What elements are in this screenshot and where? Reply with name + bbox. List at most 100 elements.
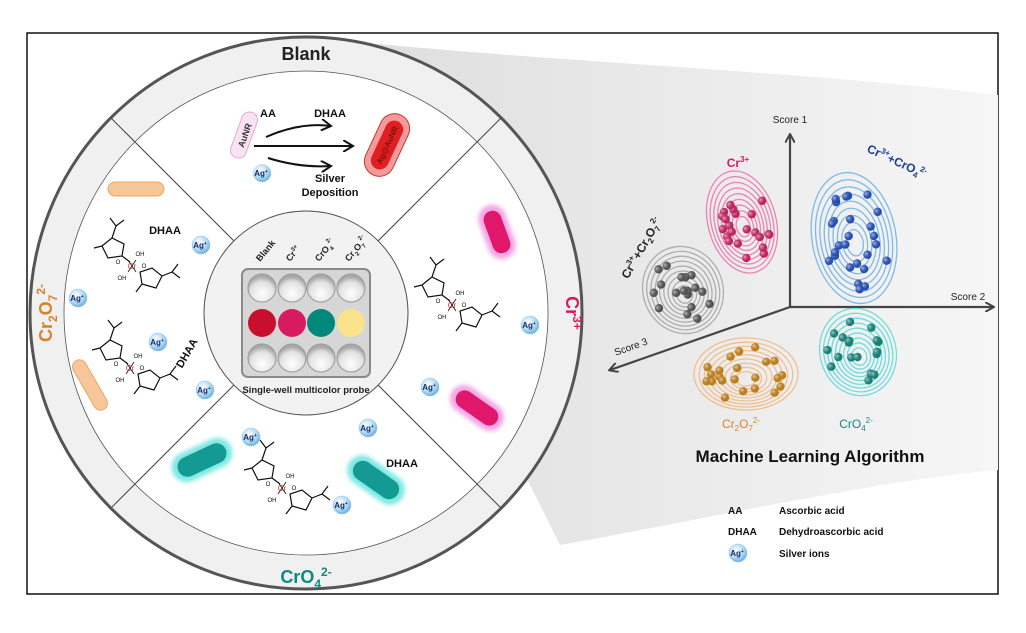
svg-text:O: O (266, 482, 271, 488)
svg-text:Cr3+: Cr3+ (562, 296, 584, 330)
ag-ion-icon: Ag+ (420, 377, 440, 397)
cluster-dot-highlight (845, 263, 855, 272)
cluster-dot-highlight (679, 286, 688, 295)
svg-text:Ag+: Ag+ (360, 424, 374, 433)
axis-score3 (610, 305, 791, 370)
cluster-dot-highlight (677, 272, 686, 282)
blank-reaction: AuNR AA DHAA Silver Deposition Ag@AuNR A… (230, 108, 411, 199)
fingerprint-ridge (810, 171, 898, 305)
fingerprint-ridge (709, 176, 775, 270)
fingerprint-ridge (641, 245, 725, 335)
cluster-dot-highlight (829, 329, 839, 338)
svg-text:O: O (292, 486, 297, 492)
sector-label-cr2o7: Cr2O72- (34, 284, 60, 342)
cluster-dot-highlight (662, 261, 671, 271)
sensor-wheel: Blank Cr3+ CrO42- Cr2O72- AuNR AA DHAA S… (28, 35, 584, 591)
cluster-dot-highlight (770, 388, 779, 397)
divider-se (377, 384, 502, 509)
cluster-dot-highlight (724, 236, 734, 246)
ag-ion-icon: Ag+ (148, 332, 168, 352)
rod-orange (107, 181, 165, 197)
cluster-dot-highlight (703, 363, 712, 372)
fingerprint-ridge (698, 341, 794, 408)
cluster-dot-highlight (758, 243, 768, 252)
svg-text:OH: OH (116, 378, 125, 384)
cluster-dot-highlight (654, 265, 663, 274)
axis-label-score1: Score 1 (773, 115, 808, 126)
cluster-dot-highlight (855, 285, 864, 294)
cluster-dot-highlight (757, 196, 767, 205)
cluster-dot-highlight (721, 214, 730, 224)
cluster-dot-highlight (841, 240, 850, 249)
cluster-dot-highlight (863, 250, 872, 259)
cluster-dot-highlight (864, 376, 873, 385)
cluster-dot-highlight (691, 283, 700, 292)
svg-text:Ag+: Ag+ (243, 433, 257, 442)
dhaa-label: DHAA (314, 108, 346, 120)
cluster-label-cr2o7: Cr2O72- (722, 416, 760, 433)
svg-text:O: O (462, 303, 467, 309)
ag-ion-icon: Ag+ (68, 288, 88, 308)
well-empty (336, 273, 366, 303)
cluster-dot-highlight (687, 302, 696, 312)
cluster-dot-highlight (764, 230, 774, 239)
cluster-dot-highlight (867, 323, 876, 332)
ag-ion-icon: Ag+ (520, 315, 540, 335)
fingerprint-ridge (822, 312, 894, 393)
svg-text:OH: OH (118, 276, 127, 282)
cluster-dot-highlight (726, 352, 735, 361)
cluster-dot-highlight (698, 287, 707, 296)
well-empty (306, 343, 336, 373)
cluster-cro4 (818, 307, 898, 397)
fingerprint-ridge (658, 265, 709, 320)
cluster-dot-highlight (869, 231, 879, 241)
legend: AA Ascorbic acid DHAA Dehydroascorbic ac… (728, 506, 883, 563)
svg-text:OH: OH (438, 315, 447, 321)
cluster-label-cro4: CrO42- (839, 416, 873, 433)
cluster-dot-highlight (830, 248, 840, 257)
cluster-dot-highlight (859, 264, 869, 274)
cluster-dot-highlight (863, 190, 872, 199)
cluster-dot-highlight (706, 370, 716, 379)
svg-text:Cr: Cr (278, 484, 287, 493)
cluster-dot-highlight (834, 352, 843, 362)
sector-label-blank: Blank (281, 44, 331, 64)
cluster-dot-highlight (834, 241, 844, 250)
well-empty (247, 273, 277, 303)
rod-teal (347, 455, 405, 505)
cluster-dot-highlight (773, 373, 782, 383)
sector-label-cr3: Cr3+ (562, 296, 584, 330)
cluster-dot-highlight (726, 200, 735, 210)
cluster-dot-highlight (727, 227, 736, 236)
cluster-dot-highlight (845, 336, 854, 346)
svg-text:Ag+: Ag+ (522, 321, 536, 330)
cluster-dot-highlight (871, 240, 881, 249)
svg-text:Ag+: Ag+ (254, 169, 268, 178)
svg-text:Ag+: Ag+ (334, 501, 348, 510)
svg-text:OH: OH (134, 354, 143, 360)
svg-text:Ag+: Ag+ (70, 294, 84, 303)
well-colored (307, 309, 335, 337)
ml-title: Machine Learning Algorithm (696, 447, 925, 466)
svg-text:OH: OH (268, 498, 277, 504)
silver-label: Silver (315, 173, 346, 185)
fingerprint-ridge (650, 255, 717, 327)
cluster-dot-highlight (872, 347, 882, 357)
dhaa-label: DHAA (386, 458, 418, 470)
cluster-dot-highlight (693, 314, 702, 323)
cluster-dot-highlight (845, 214, 855, 224)
svg-text:O: O (140, 366, 145, 372)
cluster-dot-highlight (842, 192, 851, 201)
cluster-dot-highlight (827, 362, 836, 371)
cluster-dot-highlight (750, 384, 760, 393)
cluster-dot-highlight (683, 309, 692, 319)
cluster-dot-highlight (654, 304, 664, 313)
cluster-dot-highlight (847, 353, 856, 362)
rod-magenta (478, 204, 516, 260)
fingerprint-ridge (713, 181, 772, 265)
ag-ion-icon: Ag+ (728, 543, 748, 563)
cluster-dot-highlight (733, 363, 742, 373)
dhaa-label: DHAA (149, 225, 181, 237)
